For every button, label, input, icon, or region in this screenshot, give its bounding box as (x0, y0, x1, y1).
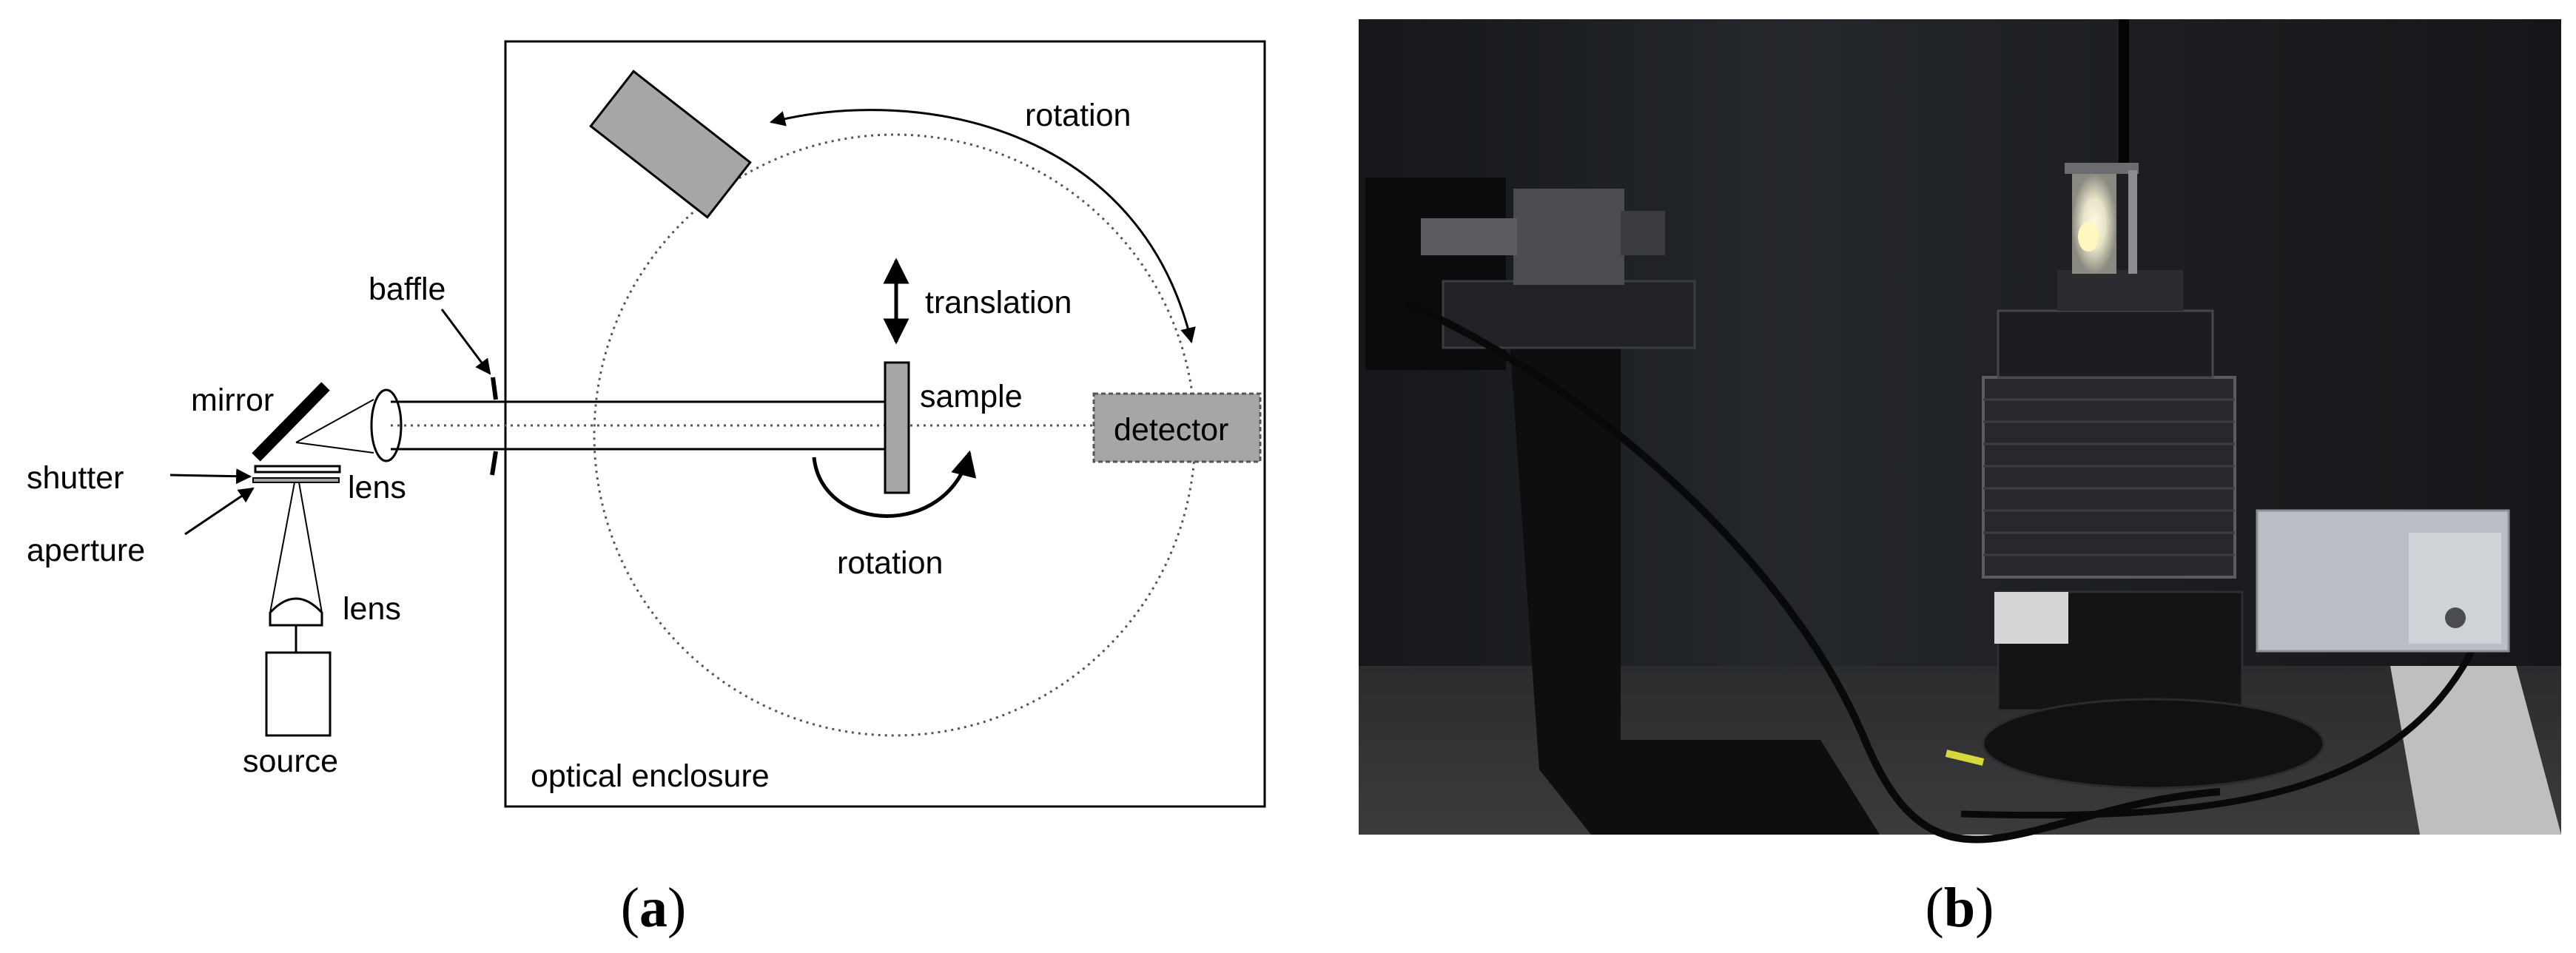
shutter-label: shutter (27, 460, 124, 496)
baffle-pointer (442, 309, 490, 374)
source (266, 653, 330, 735)
sample-label: sample (920, 379, 1023, 414)
photo-translation-stage (1998, 311, 2213, 377)
caption-a: (a) (621, 877, 687, 939)
photo-stage-stack (1983, 377, 2235, 577)
detector-label: detector (1114, 412, 1228, 448)
photo-sample-post (2128, 170, 2137, 274)
photo-sample-spot (2078, 222, 2099, 252)
aperture-pointer (185, 488, 253, 534)
shutter (255, 466, 340, 472)
rotation-label-top: rotation (1025, 98, 1131, 133)
photo-sample-stage (2057, 270, 2183, 311)
rotating-component (591, 71, 750, 217)
photo-turntable (1983, 699, 2324, 788)
photo-white-box (1994, 592, 2068, 644)
upper-lens (371, 390, 401, 461)
baffle-lower (492, 451, 496, 475)
sample (885, 363, 909, 493)
rotation-label-bottom: rotation (837, 545, 943, 581)
caption-b: (b) (1926, 877, 1994, 939)
lens-label-lower: lens (343, 591, 401, 627)
beam-source-right (299, 482, 322, 613)
photo-instrument-knob (2445, 607, 2466, 628)
panel-b-photo: (b) (1359, 19, 2561, 939)
baffle-upper (493, 377, 496, 400)
photo-camera-mount (1421, 218, 1517, 255)
beam-source-left (270, 482, 295, 613)
photo-sample-mount (2065, 163, 2139, 174)
shutter-pointer (170, 475, 250, 477)
mirror-label: mirror (191, 383, 274, 418)
baffle-label: baffle (369, 272, 445, 307)
aperture-plate (253, 478, 339, 482)
panel-a-schematic: optical enclosure rotation translation s… (27, 41, 1265, 939)
translation-label: translation (925, 285, 1072, 320)
source-label: source (243, 744, 338, 779)
photo-camera-body (1513, 189, 1624, 285)
optical-enclosure-label: optical enclosure (531, 758, 770, 794)
lower-lens (270, 599, 322, 625)
aperture-label: aperture (27, 533, 145, 568)
photo-camera-lens (1621, 211, 1665, 255)
lens-label-upper: lens (348, 470, 406, 505)
photo-sample-holder (2072, 174, 2116, 274)
beam-mirror-lower (296, 442, 374, 453)
